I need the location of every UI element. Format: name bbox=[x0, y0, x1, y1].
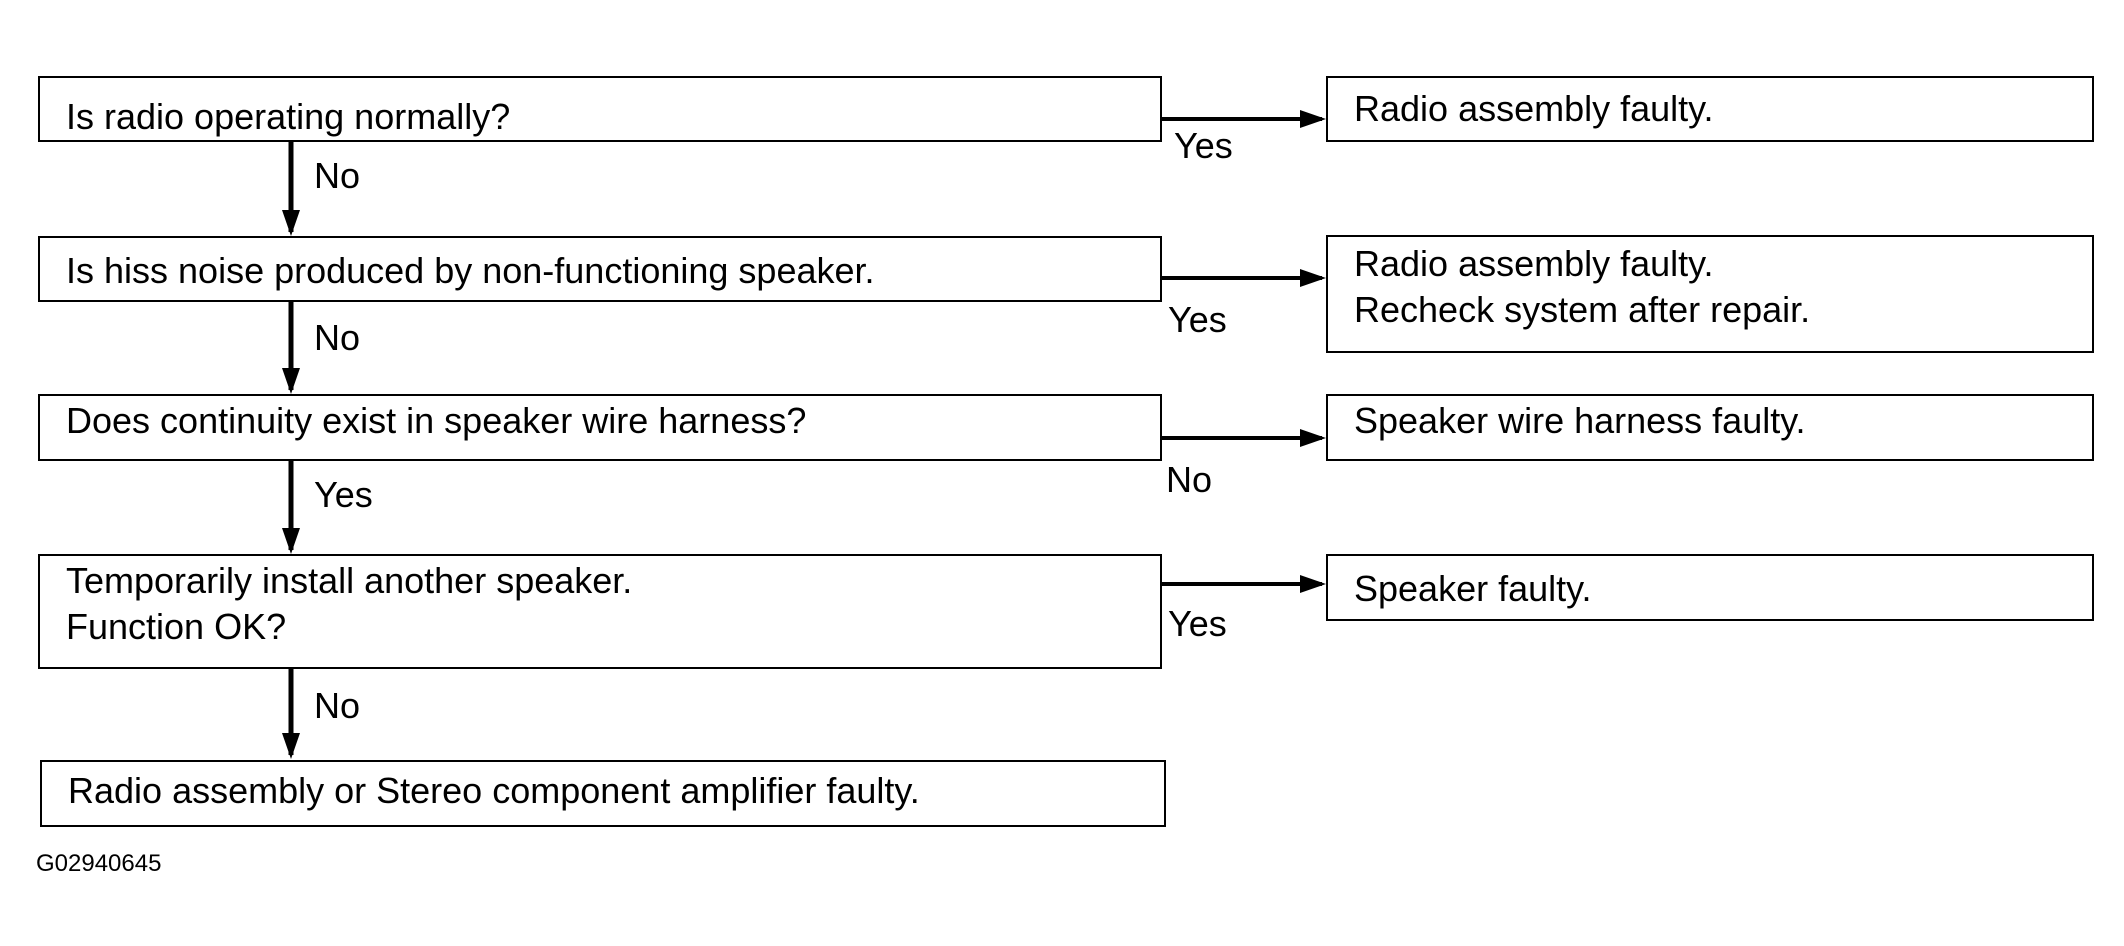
arrowhead-down-2 bbox=[282, 368, 300, 394]
decision-4-line-1: Temporarily install another speaker. bbox=[66, 560, 633, 601]
branch-label-down-1: No bbox=[314, 155, 361, 196]
branch-label-right-2: Yes bbox=[1168, 299, 1227, 340]
decision-1-line-1: Is radio operating normally? bbox=[66, 96, 511, 137]
outcome-box-3: Speaker wire harness faulty. bbox=[1326, 394, 2094, 461]
branch-label-down-3: Yes bbox=[314, 474, 373, 515]
decision-box-1: Is radio operating normally? bbox=[38, 76, 1162, 142]
decision-4-line-2: Function OK? bbox=[66, 606, 287, 647]
figure-id: G02940645 bbox=[36, 850, 162, 877]
outcome-box-1: Radio assembly faulty. bbox=[1326, 76, 2094, 142]
arrowhead-down-4 bbox=[282, 733, 300, 759]
arrowhead-right-1 bbox=[1300, 110, 1326, 128]
outcome-1-line-1: Radio assembly faulty. bbox=[1354, 88, 1714, 129]
outcome-box-4: Speaker faulty. bbox=[1326, 554, 2094, 621]
branch-label-right-3: No bbox=[1166, 459, 1213, 500]
outcome-2-line-2: Recheck system after repair. bbox=[1354, 289, 1811, 330]
branch-label-down-2: No bbox=[314, 317, 361, 358]
decision-2-line-1: Is hiss noise produced by non-functionin… bbox=[66, 250, 875, 291]
branch-label-down-4: No bbox=[314, 685, 361, 726]
final-outcome-box: Radio assembly or Stereo component ampli… bbox=[40, 760, 1166, 827]
arrowhead-down-3 bbox=[282, 528, 300, 554]
decision-box-2: Is hiss noise produced by non-functionin… bbox=[38, 236, 1162, 302]
arrowhead-right-3 bbox=[1300, 429, 1326, 447]
arrowhead-right-2 bbox=[1300, 269, 1326, 287]
branch-label-right-4: Yes bbox=[1168, 603, 1227, 644]
decision-3-line-1: Does continuity exist in speaker wire ha… bbox=[66, 400, 807, 441]
branch-label-right-1: Yes bbox=[1174, 125, 1233, 166]
arrowhead-down-1 bbox=[282, 210, 300, 236]
outcome-3-line-1: Speaker wire harness faulty. bbox=[1354, 400, 1806, 441]
outcome-2-line-1: Radio assembly faulty. bbox=[1354, 243, 1714, 284]
decision-box-3: Does continuity exist in speaker wire ha… bbox=[38, 394, 1162, 461]
arrowhead-right-4 bbox=[1300, 575, 1326, 593]
final-outcome-line-1: Radio assembly or Stereo component ampli… bbox=[68, 770, 920, 811]
decision-box-4: Temporarily install another speaker. Fun… bbox=[38, 554, 1162, 669]
outcome-box-2: Radio assembly faulty. Recheck system af… bbox=[1326, 235, 2094, 353]
outcome-4-line-1: Speaker faulty. bbox=[1354, 568, 1592, 609]
